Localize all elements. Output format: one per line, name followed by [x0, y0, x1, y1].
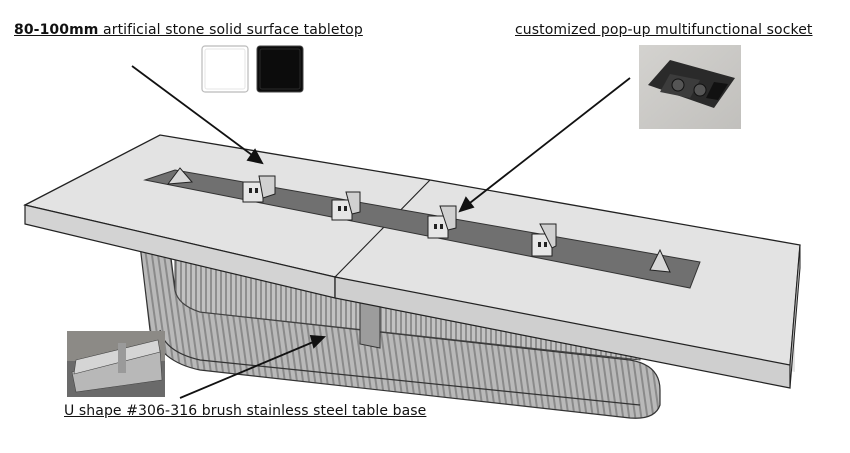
socket-cover-left: [166, 167, 194, 185]
base-label: U shape #306-316 brush stainless steel t…: [64, 403, 427, 419]
socket-4: [531, 223, 557, 257]
arrow-tabletop: [131, 65, 257, 159]
socket-photo: [639, 45, 741, 129]
tabletop-label: 80-100mm artificial stone solid surface …: [14, 22, 363, 38]
pointer-arrows: [131, 65, 631, 399]
socket-1: [242, 175, 276, 203]
material-swatches: [201, 45, 304, 93]
pop-up-sockets: [166, 167, 671, 273]
socket-cover-right: [649, 248, 671, 273]
socket-2: [331, 191, 361, 221]
white-swatch: [201, 45, 249, 93]
tabletop-material: artificial stone solid surface tabletop: [98, 22, 363, 38]
tabletop-thickness: 80-100mm: [14, 22, 99, 38]
arrow-base: [179, 339, 319, 399]
cable-tray: [143, 169, 701, 289]
black-swatch: [256, 45, 304, 93]
socket-3: [427, 205, 457, 239]
arrow-socket: [465, 77, 631, 207]
socket-label: customized pop-up multifunctional socket: [515, 22, 813, 38]
base-photo: [67, 331, 165, 397]
